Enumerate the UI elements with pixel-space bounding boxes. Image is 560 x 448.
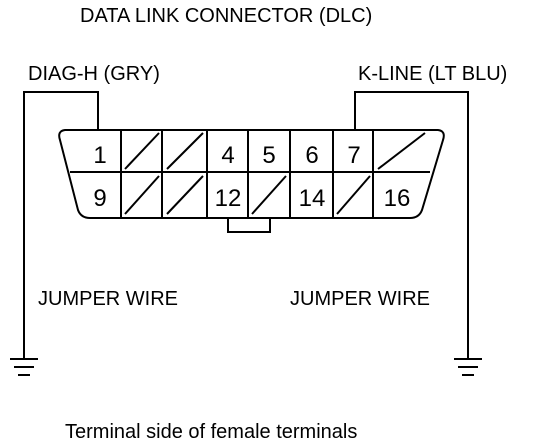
- left-jumper-label: JUMPER WIRE: [38, 288, 178, 310]
- connector-outline: [58, 129, 445, 219]
- right-jumper-wire: [354, 91, 469, 358]
- pin-12: 12: [215, 185, 242, 212]
- pin-6: 6: [305, 142, 318, 169]
- caption: Terminal side of female terminals: [65, 421, 357, 443]
- pin-14: 14: [299, 185, 326, 212]
- data-link-connector: 1 4 5 6 7 9 12 14 16: [58, 129, 445, 233]
- k-line-label: K-LINE (LT BLU): [358, 63, 507, 85]
- empty-cavities: [124, 132, 426, 215]
- ground-icon: [10, 358, 38, 376]
- pin-1: 1: [93, 142, 106, 169]
- diag-h-label: DIAG-H (GRY): [28, 63, 160, 85]
- pin-5: 5: [262, 142, 275, 169]
- pin-7: 7: [347, 142, 360, 169]
- pin-16: 16: [384, 185, 411, 212]
- right-jumper-label: JUMPER WIRE: [290, 288, 430, 310]
- pin-9: 9: [93, 185, 106, 212]
- ground-icon: [454, 358, 482, 376]
- connector-latch: [227, 218, 271, 233]
- cell-dividers: [120, 130, 374, 218]
- pin-4: 4: [221, 142, 234, 169]
- diagram-title: DATA LINK CONNECTOR (DLC): [80, 5, 372, 27]
- left-jumper-wire: [23, 91, 99, 358]
